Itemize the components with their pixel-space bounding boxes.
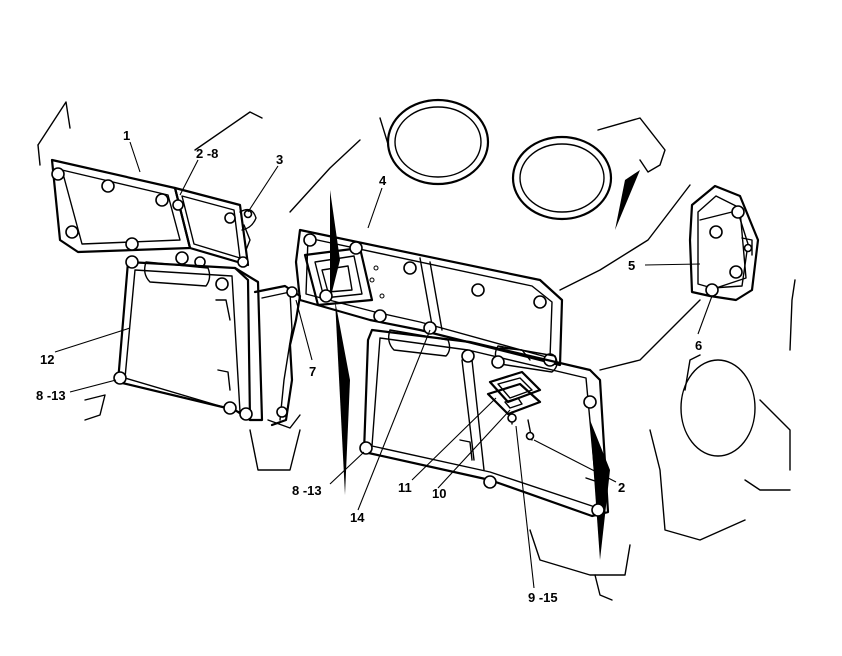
engine-block-outline [37,101,796,601]
callout-2: 2 [618,480,625,495]
callout-1: 1 [123,128,130,143]
cylinder-liner-rings [386,98,613,221]
callout-4: 4 [379,173,387,188]
callout-7: 7 [309,364,316,379]
callout-5: 5 [628,258,635,273]
cover-plate-4 [294,228,564,367]
cover-plate-2-8 [172,186,250,268]
callout-14: 14 [350,510,365,525]
flange-part-10-11 [486,347,542,441]
callout-8-13-centre: 8 -13 [292,483,322,498]
bracket-part-7 [253,284,302,429]
callout-12: 12 [40,352,54,367]
side-cover-lower-centre [359,328,610,518]
callout-labels: 1 2 -8 3 4 5 6 7 12 8 -13 8 -13 14 11 10… [36,128,702,605]
callout-6: 6 [695,338,702,353]
callout-10: 10 [432,486,446,501]
callout-3: 3 [276,152,283,167]
callout-9-15: 9 -15 [528,590,558,605]
callout-11: 11 [398,480,412,495]
callout-8-13-left: 8 -13 [36,388,66,403]
side-cover-12 [113,255,264,422]
clip-part-3 [239,208,257,251]
cover-plate-1 [50,158,192,265]
small-cover-5-6 [688,184,760,302]
leader-lines [54,141,713,589]
callout-2-8: 2 -8 [196,146,218,161]
